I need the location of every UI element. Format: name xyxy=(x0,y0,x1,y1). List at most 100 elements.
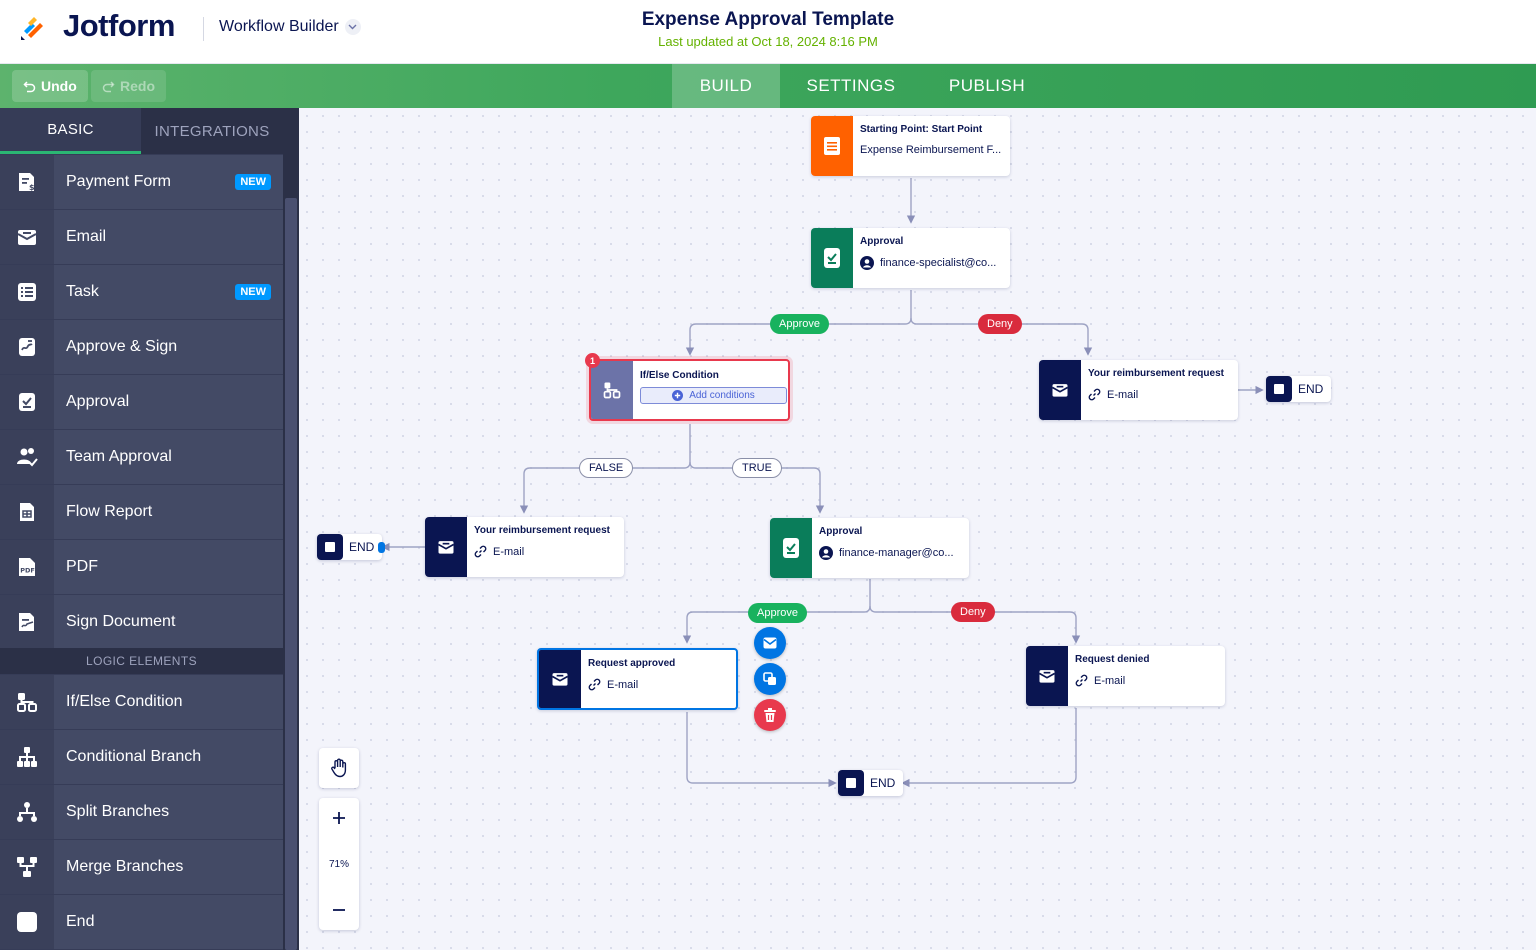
end-label: END xyxy=(870,776,896,790)
end-node[interactable]: END xyxy=(1266,376,1332,402)
sidebar-item-label: Payment Form xyxy=(66,173,171,190)
sidebar-item-label: Sign Document xyxy=(66,613,176,630)
new-badge: NEW xyxy=(235,284,271,300)
end-node[interactable]: END xyxy=(317,534,386,560)
node-title: Approval xyxy=(819,526,863,537)
end-icon xyxy=(1266,376,1292,402)
email-action-button[interactable] xyxy=(754,627,786,659)
workflow-canvas[interactable]: Starting Point: Start Point Expense Reim… xyxy=(299,108,1536,950)
sidebar-item-if-else[interactable]: If/Else Condition xyxy=(0,675,283,729)
zoom-out-button[interactable] xyxy=(319,890,359,930)
sidebar-item-label: Flow Report xyxy=(66,503,153,520)
sidebar-item-label: End xyxy=(66,913,95,930)
svg-text:PDF: PDF xyxy=(20,567,35,575)
document-title[interactable]: Expense Approval Template xyxy=(641,9,895,30)
sidebar-item-conditional-branch[interactable]: Conditional Branch xyxy=(0,730,283,784)
plus-circle-icon xyxy=(672,390,684,401)
tab-build[interactable]: BUILD xyxy=(672,64,780,108)
undo-button[interactable]: Undo xyxy=(12,70,88,102)
tab-settings[interactable]: SETTINGS xyxy=(806,76,896,95)
sidebar-scroll-thumb[interactable] xyxy=(285,198,297,950)
deny-path-label[interactable]: Deny xyxy=(951,602,995,622)
end-icon xyxy=(838,770,864,796)
sidebar-item-label: Task xyxy=(66,283,99,300)
team-approval-icon xyxy=(17,448,38,467)
redo-button[interactable]: Redo xyxy=(91,70,166,102)
sidebar-item-label: Email xyxy=(66,228,107,245)
approval-node[interactable]: Approval finance-manager@co... xyxy=(770,518,969,578)
node-subtitle: E-mail xyxy=(493,545,525,558)
if-else-icon xyxy=(17,693,37,712)
connection-handle[interactable] xyxy=(378,542,386,553)
form-icon xyxy=(824,137,840,155)
deny-path-label[interactable]: Deny xyxy=(978,314,1022,334)
redo-label: Redo xyxy=(120,78,155,94)
approval-node[interactable]: Approval finance-specialist@co... xyxy=(811,228,1010,288)
sidebar-item-flow-report[interactable]: Flow Report xyxy=(0,485,283,539)
zoom-controls: 71% xyxy=(319,798,359,930)
add-conditions-button[interactable]: Add conditions xyxy=(640,387,787,404)
approve-path-label[interactable]: Approve xyxy=(748,603,807,623)
hand-icon xyxy=(331,758,347,778)
email-icon xyxy=(1052,384,1068,397)
split-branches-icon xyxy=(17,802,37,822)
node-title: Approval xyxy=(860,236,904,247)
node-title: Request denied xyxy=(1075,654,1150,665)
sidebar-item-email[interactable]: Email xyxy=(0,210,283,264)
workflow-builder-menu[interactable]: Workflow Builder xyxy=(219,18,361,36)
merge-branches-icon xyxy=(17,857,37,877)
approve-path-label[interactable]: Approve xyxy=(770,314,829,334)
approval-icon xyxy=(783,538,799,558)
task-icon xyxy=(18,283,36,301)
end-icon xyxy=(317,534,343,560)
delete-button[interactable] xyxy=(754,699,786,731)
end-icon xyxy=(17,912,37,932)
email-node-deny[interactable]: Your reimbursement request E-mail xyxy=(1039,360,1238,420)
sign-document-icon xyxy=(19,613,34,631)
sidebar-item-approve-sign[interactable]: Approve & Sign xyxy=(0,320,283,374)
plus-icon xyxy=(333,812,345,824)
sidebar-item-task[interactable]: Task NEW xyxy=(0,265,283,319)
request-approved-node[interactable]: Request approved E-mail xyxy=(537,648,738,710)
if-else-condition-node[interactable]: If/Else Condition Add conditions 1 xyxy=(585,353,790,421)
error-count-badge: 1 xyxy=(585,353,600,368)
request-denied-node[interactable]: Request denied E-mail xyxy=(1026,646,1225,706)
sidebar-item-label: Approval xyxy=(66,393,130,410)
email-node-false[interactable]: Your reimbursement request E-mail xyxy=(425,517,624,577)
tab-publish[interactable]: PUBLISH xyxy=(948,76,1026,95)
sidebar-item-label: Team Approval xyxy=(66,448,172,465)
true-path-label[interactable]: TRUE xyxy=(732,458,782,478)
sidebar-item-approval[interactable]: Approval xyxy=(0,375,283,429)
undo-icon xyxy=(23,80,36,92)
assignee-email: finance-specialist@co... xyxy=(880,257,997,269)
zoom-in-button[interactable] xyxy=(319,798,359,838)
sidebar-item-pdf[interactable]: PDF PDF xyxy=(0,540,283,594)
sidebar-item-label: PDF xyxy=(66,558,98,575)
sidebar-item-split-branches[interactable]: Split Branches xyxy=(0,785,283,839)
node-title: Starting Point: Start Point xyxy=(860,124,983,135)
user-icon xyxy=(860,256,874,270)
minus-icon xyxy=(333,909,345,911)
jotform-logo-icon[interactable] xyxy=(18,11,50,43)
sidebar-item-sign-document[interactable]: Sign Document xyxy=(0,595,283,649)
sidebar-item-payment-form[interactable]: $ Payment Form NEW xyxy=(0,155,283,209)
brand-name[interactable]: Jotform xyxy=(63,8,175,43)
sidebar-item-label: Split Branches xyxy=(66,803,170,820)
email-icon xyxy=(552,673,568,686)
sidebar-item-team-approval[interactable]: Team Approval xyxy=(0,430,283,484)
sidebar-item-label: Approve & Sign xyxy=(66,338,178,355)
end-node[interactable]: END xyxy=(838,770,904,796)
pan-tool-button[interactable] xyxy=(319,748,359,788)
tab-integrations[interactable]: INTEGRATIONS xyxy=(154,122,270,140)
copy-icon xyxy=(763,672,776,685)
sidebar-item-end[interactable]: End xyxy=(0,895,283,949)
approval-icon xyxy=(19,393,35,411)
node-title: Your reimbursement request xyxy=(474,525,610,536)
node-subtitle: Expense Reimbursement F... xyxy=(860,144,1002,156)
sidebar-item-merge-branches[interactable]: Merge Branches xyxy=(0,840,283,894)
duplicate-button[interactable] xyxy=(754,663,786,695)
tab-basic[interactable]: BASIC xyxy=(0,108,141,154)
node-subtitle: E-mail xyxy=(1107,388,1139,401)
start-point-node[interactable]: Starting Point: Start Point Expense Reim… xyxy=(811,116,1010,176)
false-path-label[interactable]: FALSE xyxy=(579,458,634,478)
